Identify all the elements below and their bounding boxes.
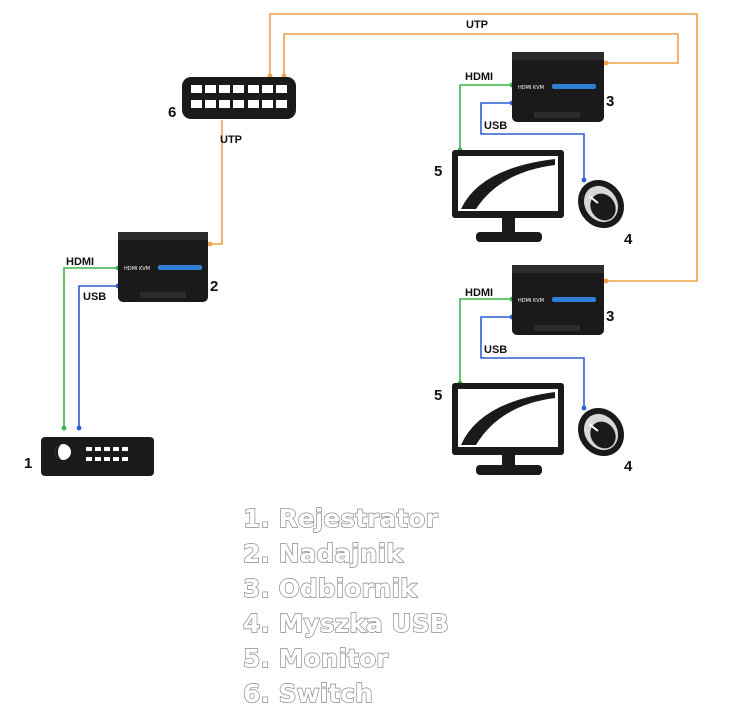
legend-item-5: 5. Monitor [243,644,389,673]
switch-number: 6 [168,104,176,121]
utp-top-label: UTP [466,19,488,31]
mouse-2-number: 4 [624,458,633,475]
mouse-1-number: 4 [624,231,633,248]
utp-cable-switch-to-transmitter [210,120,223,245]
network-switch-icon [182,77,296,119]
hdmi-cable-transmitter [63,267,118,428]
legend-item-1: 1. Rejestrator [243,504,438,533]
receiver-1-device-icon: HDMI KVM [512,52,604,122]
hdmi-cable-receiver-2 [459,298,512,383]
legend-item-6: 6. Switch [243,679,373,708]
monitor-1-number: 5 [434,163,442,180]
hdmi-rx1-label: HDMI [465,71,493,83]
utp-mid-label: UTP [220,134,242,146]
monitor-2-icon [452,383,564,475]
transmitter-device-icon: HDMI KVM [118,232,208,302]
mouse-1-icon [577,179,625,229]
usb-rx1-label: USB [484,120,507,132]
monitor-1-icon [452,150,564,242]
cables [63,13,698,428]
utp-cable-switch-to-receiver-1 [283,33,679,76]
recorder-device-icon [41,437,154,476]
recorder-number: 1 [24,455,32,472]
usb-cable-receiver-2 [480,316,585,408]
receiver-1-number: 3 [606,93,614,110]
receiver-1-device-text: HDMI KVM [518,85,544,91]
usb-rx2-label: USB [484,344,507,356]
usb-cable-transmitter [78,285,118,428]
usb-cable-receiver-1 [480,102,585,180]
receiver-2-device-text: HDMI KVM [518,298,544,304]
usb-tx-label: USB [83,291,106,303]
legend-item-3: 3. Odbiornik [243,574,418,603]
legend: 1. Rejestrator 2. Nadajnik 3. Odbiornik … [242,503,449,708]
transmitter-number: 2 [210,278,218,295]
monitor-2-number: 5 [434,387,442,404]
receiver-2-number: 3 [606,308,614,325]
hdmi-tx-label: HDMI [66,256,94,268]
utp-cable-switch-to-receiver-2 [269,13,698,282]
receiver-2-device-icon: HDMI KVM [512,265,604,335]
legend-item-4: 4. Myszka USB [243,609,449,638]
hdmi-rx2-label: HDMI [465,287,493,299]
legend-item-2: 2. Nadajnik [243,539,404,568]
mouse-2-icon [577,407,625,457]
hdmi-cable-receiver-1 [459,84,512,150]
transmitter-device-text: HDMI KVM [124,266,150,272]
